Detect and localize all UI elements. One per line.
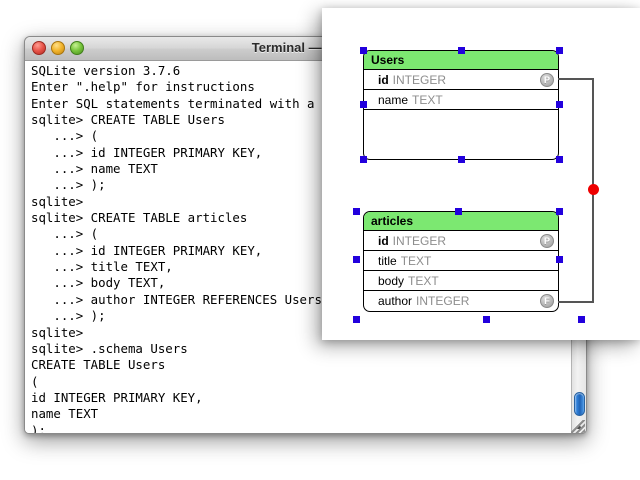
scrollbar-thumb[interactable]: [574, 392, 585, 416]
column-type: TEXT: [400, 254, 432, 268]
column-name: id: [378, 73, 389, 87]
column-name: name: [378, 93, 409, 107]
primary-key-icon: P: [540, 234, 554, 248]
terminal-output: SQLite version 3.7.6 Enter ".help" for i…: [31, 63, 359, 433]
selection-handle-users-n[interactable]: [458, 47, 465, 54]
column-name: author: [378, 294, 413, 308]
column-type: INTEGER: [392, 73, 447, 87]
selection-handle-articles-nw[interactable]: [353, 208, 360, 215]
selection-handle-users-e[interactable]: [556, 101, 563, 108]
column-name: id: [378, 234, 389, 248]
selection-handle-users-ne[interactable]: [556, 47, 563, 54]
entity-users-title: Users: [364, 51, 558, 70]
minimize-button[interactable]: [51, 41, 65, 55]
foreign-key-icon: F: [540, 294, 554, 308]
selection-handle-users-sw[interactable]: [360, 156, 367, 163]
resize-grip[interactable]: [571, 420, 585, 433]
selection-handle-articles-e[interactable]: [556, 256, 563, 263]
selection-handle-articles-n[interactable]: [455, 208, 462, 215]
close-button[interactable]: [32, 41, 46, 55]
column-name: title: [378, 254, 397, 268]
entity-articles-title: articles: [364, 212, 558, 231]
selection-handle-articles-se[interactable]: [578, 316, 585, 323]
selection-handle-users-nw[interactable]: [360, 47, 367, 54]
column-type: INTEGER: [392, 234, 447, 248]
selection-handle-users-w[interactable]: [360, 101, 367, 108]
column-type: INTEGER: [416, 294, 470, 308]
zoom-button[interactable]: [70, 41, 84, 55]
selection-handle-users-s[interactable]: [458, 156, 465, 163]
entity-users-empty-area[interactable]: [364, 110, 558, 159]
selection-handle-articles-w[interactable]: [353, 256, 360, 263]
column-type: TEXT: [408, 274, 439, 288]
selection-handle-articles-s[interactable]: [483, 316, 490, 323]
scroll-down-arrow-icon[interactable]: ▼: [574, 433, 585, 434]
window-controls: [32, 41, 84, 55]
primary-key-icon: P: [540, 73, 554, 87]
column-name: body: [378, 274, 405, 288]
relationship-midpoint-handle[interactable]: [588, 184, 599, 195]
selection-handle-articles-ne[interactable]: [556, 208, 563, 215]
column-type: TEXT: [412, 93, 443, 107]
selection-handle-users-se[interactable]: [556, 156, 563, 163]
selection-handle-articles-sw[interactable]: [353, 316, 360, 323]
